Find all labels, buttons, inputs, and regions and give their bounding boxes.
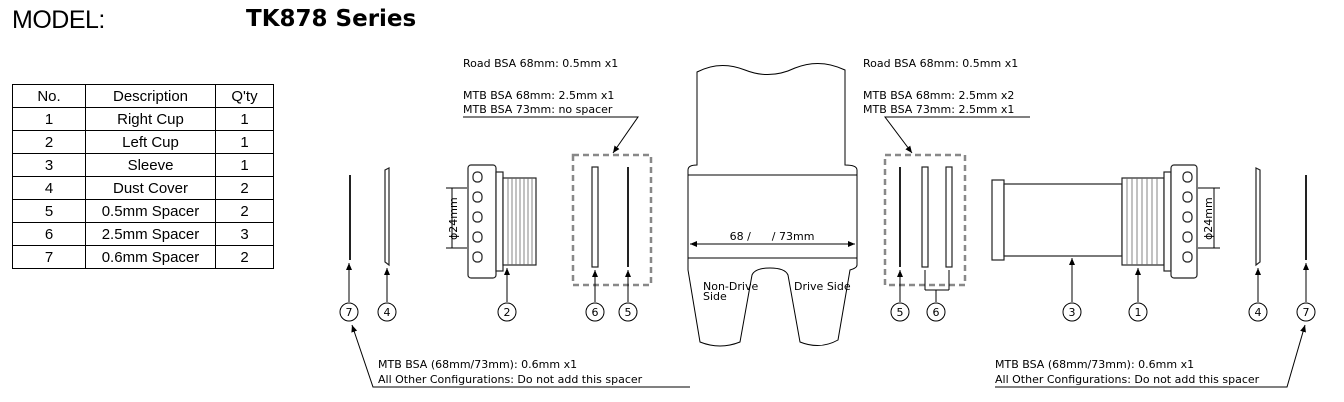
left-note-bottom2: All Other Configurations: Do not add thi… [378, 373, 643, 386]
right-note-bottom2: All Other Configurations: Do not add thi… [995, 373, 1260, 386]
callout-4-right: 4 [1255, 306, 1262, 319]
left-note-mtb68: MTB BSA 68mm: 2.5mm x1 [463, 89, 614, 102]
cell: 1 [215, 107, 274, 131]
callout-4: 4 [384, 306, 391, 319]
right-leader-top [884, 116, 1030, 154]
callout-1: 1 [1135, 306, 1142, 319]
left-cup-2 [467, 164, 537, 279]
shell-width-label: 68 / / 73mm [730, 230, 815, 243]
right-leader-bottom [995, 324, 1306, 388]
col-no: No. [12, 84, 86, 108]
series-title: TK878 Series [246, 6, 417, 32]
non-drive-side-label-1: Non-Drive [703, 280, 758, 293]
dust-cover-4-left [384, 167, 390, 267]
spacer-6-left [591, 166, 599, 268]
cell: 1 [215, 130, 274, 154]
model-label: MODEL: [12, 6, 105, 34]
cell: 2 [215, 245, 274, 269]
left-note-mtb73: MTB BSA 73mm: no spacer [463, 103, 613, 116]
cell: 7 [12, 245, 86, 269]
spacer-6-right-b [945, 166, 953, 268]
cell: 0.6mm Spacer [85, 245, 216, 269]
callout-6: 6 [592, 306, 599, 319]
bottom-bracket-frame [687, 63, 858, 347]
left-note-bottom1: MTB BSA (68mm/73mm): 0.6mm x1 [378, 358, 577, 371]
left-diameter-label: ϕ24mm [447, 197, 460, 240]
col-qty: Q'ty [215, 84, 274, 108]
right-note-bottom1: MTB BSA (68mm/73mm): 0.6mm x1 [995, 358, 1194, 371]
left-leader-bottom [351, 324, 690, 388]
callout-7-right: 7 [1303, 306, 1310, 319]
cell: 0.5mm Spacer [85, 199, 216, 223]
callout-2: 2 [504, 306, 511, 319]
callout-3: 3 [1069, 306, 1076, 319]
callout-5-right: 5 [897, 306, 904, 319]
table-header: No. Description Q'ty [12, 84, 274, 108]
callouts-right: 5 6 3 1 4 7 [890, 302, 1316, 322]
callouts-left: 7 4 2 6 5 [339, 302, 638, 322]
non-drive-side-label-2: Side [703, 290, 727, 303]
cell: Dust Cover [85, 176, 216, 200]
cell: 2 [215, 199, 274, 223]
dust-cover-4-right [1255, 167, 1261, 267]
left-leader-top [463, 116, 639, 154]
cell: 5 [12, 199, 86, 223]
callout-5: 5 [625, 306, 632, 319]
left-spacer-box [571, 153, 653, 287]
spacer-6-right-a [921, 166, 929, 268]
right-note-mtb68: MTB BSA 68mm: 2.5mm x2 [863, 89, 1014, 102]
callout-7: 7 [346, 306, 353, 319]
right-note-road: Road BSA 68mm: 0.5mm x1 [863, 57, 1018, 70]
right-diameter-label: ϕ24mm [1202, 197, 1215, 240]
right-note-mtb73: MTB BSA 73mm: 2.5mm x1 [863, 103, 1014, 116]
drive-side-label: Drive Side [794, 280, 851, 293]
callout-6-right: 6 [933, 306, 940, 319]
cell: 4 [12, 176, 86, 200]
cell: 2 [215, 176, 274, 200]
right-cup-1-and-sleeve-3 [991, 164, 1198, 279]
left-note-road: Road BSA 68mm: 0.5mm x1 [463, 57, 618, 70]
